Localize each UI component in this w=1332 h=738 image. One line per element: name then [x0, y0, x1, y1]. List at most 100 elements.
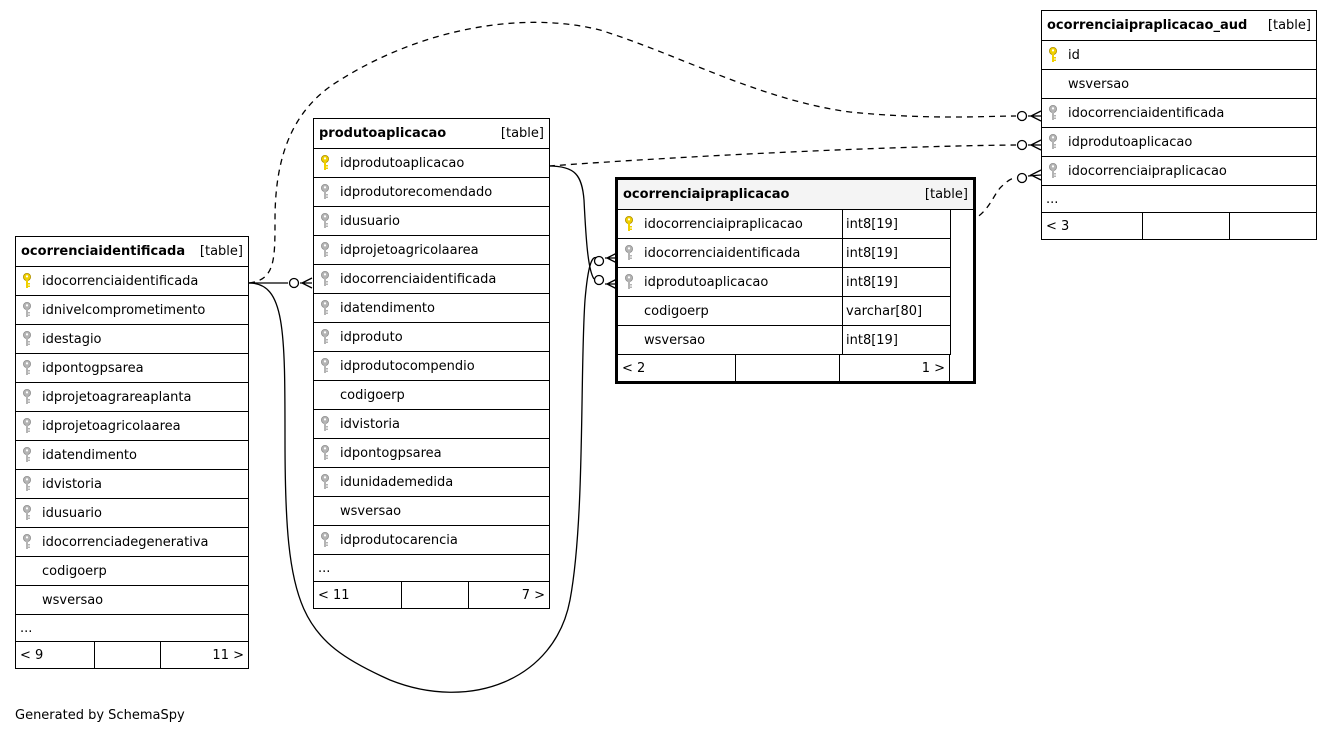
- column-row[interactable]: idusuario: [314, 207, 549, 236]
- column-row[interactable]: idprodutocompendio: [314, 352, 549, 381]
- child-count: 7 >: [521, 587, 545, 603]
- table-ocorrenciaipraplicacao[interactable]: ocorrenciaipraplicacao [table] idocorren…: [615, 177, 976, 384]
- column-row[interactable]: idprojetoagrareaplanta: [16, 383, 248, 412]
- column-name: wsversao: [340, 503, 402, 519]
- foreign-key-icon: [314, 241, 336, 259]
- column-row[interactable]: idprodutocarencia: [314, 526, 549, 555]
- foreign-key-icon: [314, 415, 336, 433]
- foreign-key-icon: [16, 504, 38, 522]
- column-name: idpontogpsarea: [42, 360, 144, 376]
- column-row[interactable]: codigoerp: [16, 557, 248, 586]
- column-row[interactable]: idproduto: [314, 323, 549, 352]
- table-footer: < 11 7 >: [314, 582, 549, 608]
- column-row[interactable]: idatendimento: [314, 294, 549, 323]
- column-row[interactable]: idprodutorecomendado: [314, 178, 549, 207]
- column-name: idocorrenciadegenerativa: [42, 534, 209, 550]
- column-name: idproduto: [340, 329, 403, 345]
- parent-count: < 2: [618, 355, 736, 381]
- column-name: idatendimento: [42, 447, 137, 463]
- more-columns: ...: [16, 615, 248, 642]
- column-row[interactable]: idvistoria: [314, 410, 549, 439]
- column-name: idpontogpsarea: [340, 445, 442, 461]
- parent-count: < 11: [314, 582, 402, 608]
- table-name: ocorrenciaipraplicacao: [623, 187, 790, 202]
- column-row[interactable]: idprojetoagricolaarea: [314, 236, 549, 265]
- link-crowfoot-marker: [1028, 139, 1042, 151]
- column-name: idprodutoaplicacao: [644, 274, 769, 290]
- foreign-key-icon: [314, 270, 336, 288]
- column-row[interactable]: idestagio: [16, 325, 248, 354]
- column-row[interactable]: idvistoria: [16, 470, 248, 499]
- column-name: wsversao: [644, 332, 706, 348]
- column-row[interactable]: idocorrenciaidentificada: [16, 267, 248, 296]
- foreign-key-icon: [16, 359, 38, 377]
- link-crowfoot-marker: [1028, 110, 1042, 122]
- table-type: [table]: [500, 126, 544, 141]
- foreign-key-icon: [314, 299, 336, 317]
- column-row[interactable]: idunidademedida: [314, 468, 549, 497]
- table-ocorrenciaidentificada[interactable]: ocorrenciaidentificada [table] idocorren…: [15, 236, 249, 669]
- primary-key-icon: [314, 154, 336, 172]
- column-row[interactable]: idnivelcomprometimento: [16, 296, 248, 325]
- link-crowfoot-marker: [300, 277, 313, 289]
- column-row[interactable]: idatendimento: [16, 441, 248, 470]
- foreign-key-icon: [1042, 162, 1064, 180]
- more-columns: ...: [314, 555, 549, 582]
- column-row[interactable]: idocorrenciaipraplicacao: [1042, 157, 1316, 186]
- column-row[interactable]: wsversao int8[19]: [618, 326, 950, 355]
- parent-count: < 9: [16, 642, 95, 668]
- link-ocorr-to-ipraplicacao: [248, 256, 598, 693]
- column-name: idocorrenciaidentificada: [340, 271, 497, 287]
- foreign-key-icon: [618, 244, 640, 262]
- table-footer: < 3: [1042, 213, 1316, 239]
- column-row[interactable]: id: [1042, 41, 1316, 70]
- link-optional-marker: [593, 255, 605, 267]
- foreign-key-icon: [314, 444, 336, 462]
- table-name: ocorrenciaidentificada: [21, 244, 186, 259]
- foreign-key-icon: [1042, 104, 1064, 122]
- column-type: int8[19]: [842, 326, 950, 354]
- link-crowfoot-marker: [1027, 169, 1042, 181]
- column-name: idprodutorecomendado: [340, 184, 493, 200]
- foreign-key-icon: [16, 301, 38, 319]
- foreign-key-icon: [314, 183, 336, 201]
- column-row[interactable]: wsversao: [1042, 70, 1316, 99]
- column-row[interactable]: idprodutoaplicacao: [1042, 128, 1316, 157]
- table-type: [table]: [1267, 18, 1311, 33]
- column-name: codigoerp: [644, 303, 709, 319]
- link-optional-marker: [1016, 139, 1028, 151]
- column-name: idvistoria: [42, 476, 102, 492]
- column-row[interactable]: idusuario: [16, 499, 248, 528]
- column-row[interactable]: idpontogpsarea: [16, 354, 248, 383]
- parent-count: < 3: [1042, 213, 1143, 239]
- generated-by-footer: Generated by SchemaSpy: [15, 708, 185, 723]
- column-name: id: [1068, 47, 1080, 63]
- column-row[interactable]: idprojetoagricolaarea: [16, 412, 248, 441]
- link-optional-marker: [288, 277, 300, 289]
- foreign-key-icon: [314, 212, 336, 230]
- column-row[interactable]: wsversao: [16, 586, 248, 615]
- table-header: ocorrenciaidentificada [table]: [16, 237, 248, 267]
- column-name: idprodutoaplicacao: [1068, 134, 1193, 150]
- column-row[interactable]: idpontogpsarea: [314, 439, 549, 468]
- foreign-key-icon: [16, 446, 38, 464]
- table-produtoaplicacao[interactable]: produtoaplicacao [table] idprodutoaplica…: [313, 118, 550, 609]
- more-columns: ...: [1042, 186, 1316, 213]
- column-row[interactable]: codigoerp: [314, 381, 549, 410]
- column-row[interactable]: idocorrenciadegenerativa: [16, 528, 248, 557]
- foreign-key-icon: [314, 473, 336, 491]
- column-type: int8[19]: [842, 210, 950, 238]
- column-row[interactable]: idprodutoaplicacao: [314, 149, 549, 178]
- column-name: idocorrenciaidentificada: [1068, 105, 1225, 121]
- column-row[interactable]: wsversao: [314, 497, 549, 526]
- column-name: idusuario: [340, 213, 400, 229]
- foreign-key-icon: [16, 533, 38, 551]
- column-row[interactable]: idocorrenciaidentificada: [314, 265, 549, 294]
- column-row[interactable]: idocorrenciaidentificada: [1042, 99, 1316, 128]
